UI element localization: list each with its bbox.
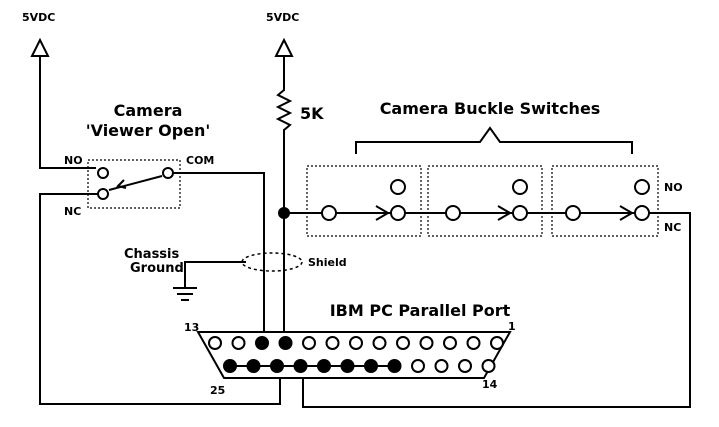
db25-bottom-pin-8 <box>387 359 402 373</box>
sw3-arrow <box>619 205 634 221</box>
buckle-title: Camera Buckle Switches <box>380 99 601 118</box>
wire-com-to-port <box>173 172 265 342</box>
sw1-arrow <box>375 205 390 221</box>
sw1-com <box>321 205 337 221</box>
db25-top-pin-4 <box>278 336 293 350</box>
sw3-com <box>565 205 581 221</box>
db25-top-pin-8 <box>372 336 387 350</box>
viewer-switch-box <box>87 159 181 209</box>
supply-left-label: 5VDC <box>22 11 55 24</box>
db25-top-pin-7 <box>349 336 363 350</box>
sw2-nc <box>512 205 528 221</box>
sw3-no <box>634 179 650 195</box>
sw2-arrow <box>497 205 512 221</box>
db25-top-pin-2 <box>231 336 246 350</box>
db25-top-pin-5 <box>302 336 316 350</box>
db25-top-pin-10 <box>419 336 434 350</box>
resistor-label: 5K <box>300 104 324 123</box>
no-left-label: NO <box>64 154 83 167</box>
shield-ellipse <box>241 252 303 272</box>
sw1-no <box>390 179 406 195</box>
supply-left-arrow <box>30 37 50 57</box>
sw1-nc <box>390 205 406 221</box>
db25-top-pin-1 <box>208 336 222 350</box>
sw2-com <box>445 205 461 221</box>
pin1-label: 1 <box>508 320 516 333</box>
wire-5vdc-to-no <box>39 56 96 169</box>
buckle-switch-2-box <box>427 165 543 237</box>
db25-top-pin-3 <box>255 336 269 350</box>
wire-nc-to-ground-return <box>39 193 281 405</box>
chassis-label-line2: Ground <box>130 261 184 276</box>
db25-top-pin-12 <box>466 336 481 350</box>
resistor-5k <box>275 56 293 342</box>
port-title: IBM PC Parallel Port <box>330 301 511 320</box>
db25-top-row <box>208 336 504 350</box>
db25-bottom-pin-12 <box>481 359 496 373</box>
no-right-label: NO <box>664 181 683 194</box>
pin13-label: 13 <box>184 321 199 334</box>
viewer-switch-arrow <box>116 179 127 189</box>
shield-label: Shield <box>308 256 347 269</box>
viewer-no-terminal <box>97 167 109 179</box>
supply-right-arrow <box>274 37 294 57</box>
shield-drain-wire <box>184 261 246 288</box>
buckle-switch-1-box <box>306 165 422 237</box>
buckle-bracket <box>355 126 633 154</box>
camera-title-line2: 'Viewer Open' <box>86 121 211 140</box>
nc-left-label: NC <box>64 205 81 218</box>
buckle-switch-3-box <box>551 165 659 237</box>
camera-title-line1: Camera <box>114 101 183 120</box>
viewer-switch-arm <box>108 175 163 191</box>
sw2-no <box>512 179 528 195</box>
pin25-label: 25 <box>210 384 225 397</box>
nc-right-label: NC <box>664 221 681 234</box>
db25-top-pin-13 <box>490 336 504 350</box>
pin14-label: 14 <box>482 378 498 391</box>
viewer-com-terminal <box>162 167 174 179</box>
db25-bottom-pin-10 <box>434 359 449 373</box>
db25-top-pin-9 <box>396 336 410 350</box>
ground-icon <box>173 287 197 301</box>
db25-top-pin-11 <box>443 336 457 350</box>
supply-right-label: 5VDC <box>266 11 299 24</box>
db25-bottom-pin-9 <box>411 359 425 373</box>
com-left-label: COM <box>186 154 214 167</box>
db25-bottom-pin-11 <box>458 359 472 373</box>
db25-top-pin-6 <box>325 336 340 350</box>
wire-buckle-to-port <box>302 212 691 408</box>
viewer-nc-terminal <box>97 188 109 200</box>
chassis-label-line1: Chassis <box>124 247 179 262</box>
sw3-nc <box>634 205 650 221</box>
